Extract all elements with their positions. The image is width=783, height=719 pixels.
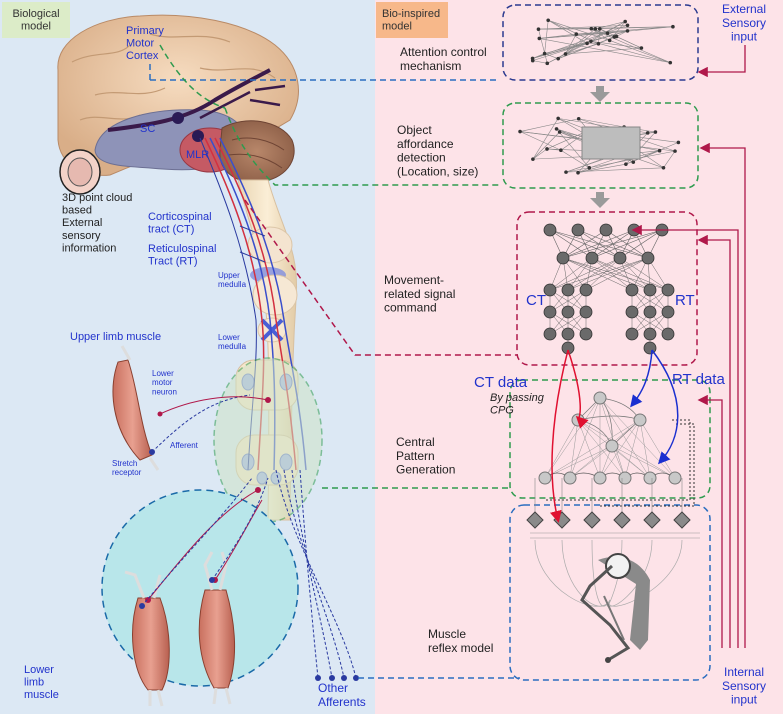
cpg-lower-neuron [564, 472, 576, 484]
attention-node [640, 46, 644, 50]
movement-neuron [644, 284, 656, 296]
affordance-node [588, 166, 592, 170]
affordance-node [624, 162, 628, 166]
affordance-node [646, 131, 650, 135]
affordance-node [677, 141, 681, 145]
affordance-node [531, 157, 535, 161]
attention-node [537, 27, 541, 31]
movement-neuron [572, 224, 584, 236]
cpg-upper-neuron [594, 392, 606, 404]
affordance-node [654, 130, 658, 134]
cpg-lower-neuron [669, 472, 681, 484]
movement-neuron [614, 252, 626, 264]
movement-neuron [600, 224, 612, 236]
attention-node [531, 59, 535, 63]
attention-node [626, 29, 630, 33]
affordance-node [545, 147, 549, 151]
affordance-node [631, 160, 635, 164]
attention-node [590, 27, 594, 31]
movement-neuron [586, 252, 598, 264]
attention-node [606, 31, 610, 35]
movement-neuron [580, 328, 592, 340]
rt-label: RT [675, 292, 695, 309]
affordance-node [558, 130, 562, 134]
movement-neuron [662, 328, 674, 340]
attention-node [556, 57, 560, 61]
afferent-label: Afferent [170, 441, 199, 450]
cpg-lower-neuron [539, 472, 551, 484]
attention-node [623, 20, 627, 24]
brain-illustration [58, 15, 299, 194]
movement-neuron [562, 306, 574, 318]
cpg-upper-neuron [572, 414, 584, 426]
attention-node [597, 42, 601, 46]
sc-label: SC [140, 123, 155, 135]
cpg-upper-neuron [634, 414, 646, 426]
ct-data-label: CT data [474, 374, 528, 391]
affordance-node [577, 117, 581, 121]
attention-node [545, 62, 549, 66]
sc-node [172, 112, 184, 124]
movement-neuron [580, 306, 592, 318]
mlr-label: MLR [186, 149, 209, 161]
movement-neuron [626, 328, 638, 340]
movement-neuron [626, 306, 638, 318]
affordance-node [559, 148, 563, 152]
ct-label: CT [526, 292, 546, 309]
attention-node [594, 27, 598, 31]
movement-neuron [562, 284, 574, 296]
upper-limb-muscle-label: Upper limb muscle [70, 331, 161, 343]
movement-neuron [562, 328, 574, 340]
movement-neuron [544, 328, 556, 340]
attention-node [671, 25, 675, 29]
attention-node [608, 39, 612, 43]
affordance-node [673, 149, 677, 153]
attention-node [598, 27, 602, 31]
attention-node [615, 35, 619, 39]
attention-node [626, 23, 630, 27]
attention-node [574, 32, 578, 36]
cpg-lower-neuron [619, 472, 631, 484]
affordance-node [564, 170, 568, 174]
attention-node [543, 52, 547, 56]
affordance-highlight [582, 127, 640, 159]
rt-data-label: RT data [672, 371, 725, 388]
attention-node [538, 37, 542, 41]
affordance-node [556, 117, 560, 121]
affordance-node [662, 166, 666, 170]
attention-node [668, 61, 672, 65]
attention-node [585, 42, 589, 46]
affordance-node [658, 149, 662, 153]
cpg-upper-neuron [606, 440, 618, 452]
cpg-lower-neuron [594, 472, 606, 484]
movement-neuron [580, 284, 592, 296]
attention-node [564, 52, 568, 56]
movement-neuron [662, 306, 674, 318]
movement-neuron [544, 224, 556, 236]
movement-neuron [626, 284, 638, 296]
movement-neuron [642, 252, 654, 264]
cpg-lower-neuron [644, 472, 656, 484]
lower-limb-region [102, 490, 298, 686]
cerebellum [220, 121, 294, 182]
affordance-node [555, 127, 559, 131]
movement-neuron [644, 306, 656, 318]
attention-node [546, 19, 550, 23]
movement-neuron [557, 252, 569, 264]
mlr-node [192, 130, 204, 142]
movement-neuron [644, 328, 656, 340]
attention-node [589, 39, 593, 43]
affordance-node [518, 130, 522, 134]
affordance-node [576, 171, 580, 175]
movement-neuron [662, 284, 674, 296]
